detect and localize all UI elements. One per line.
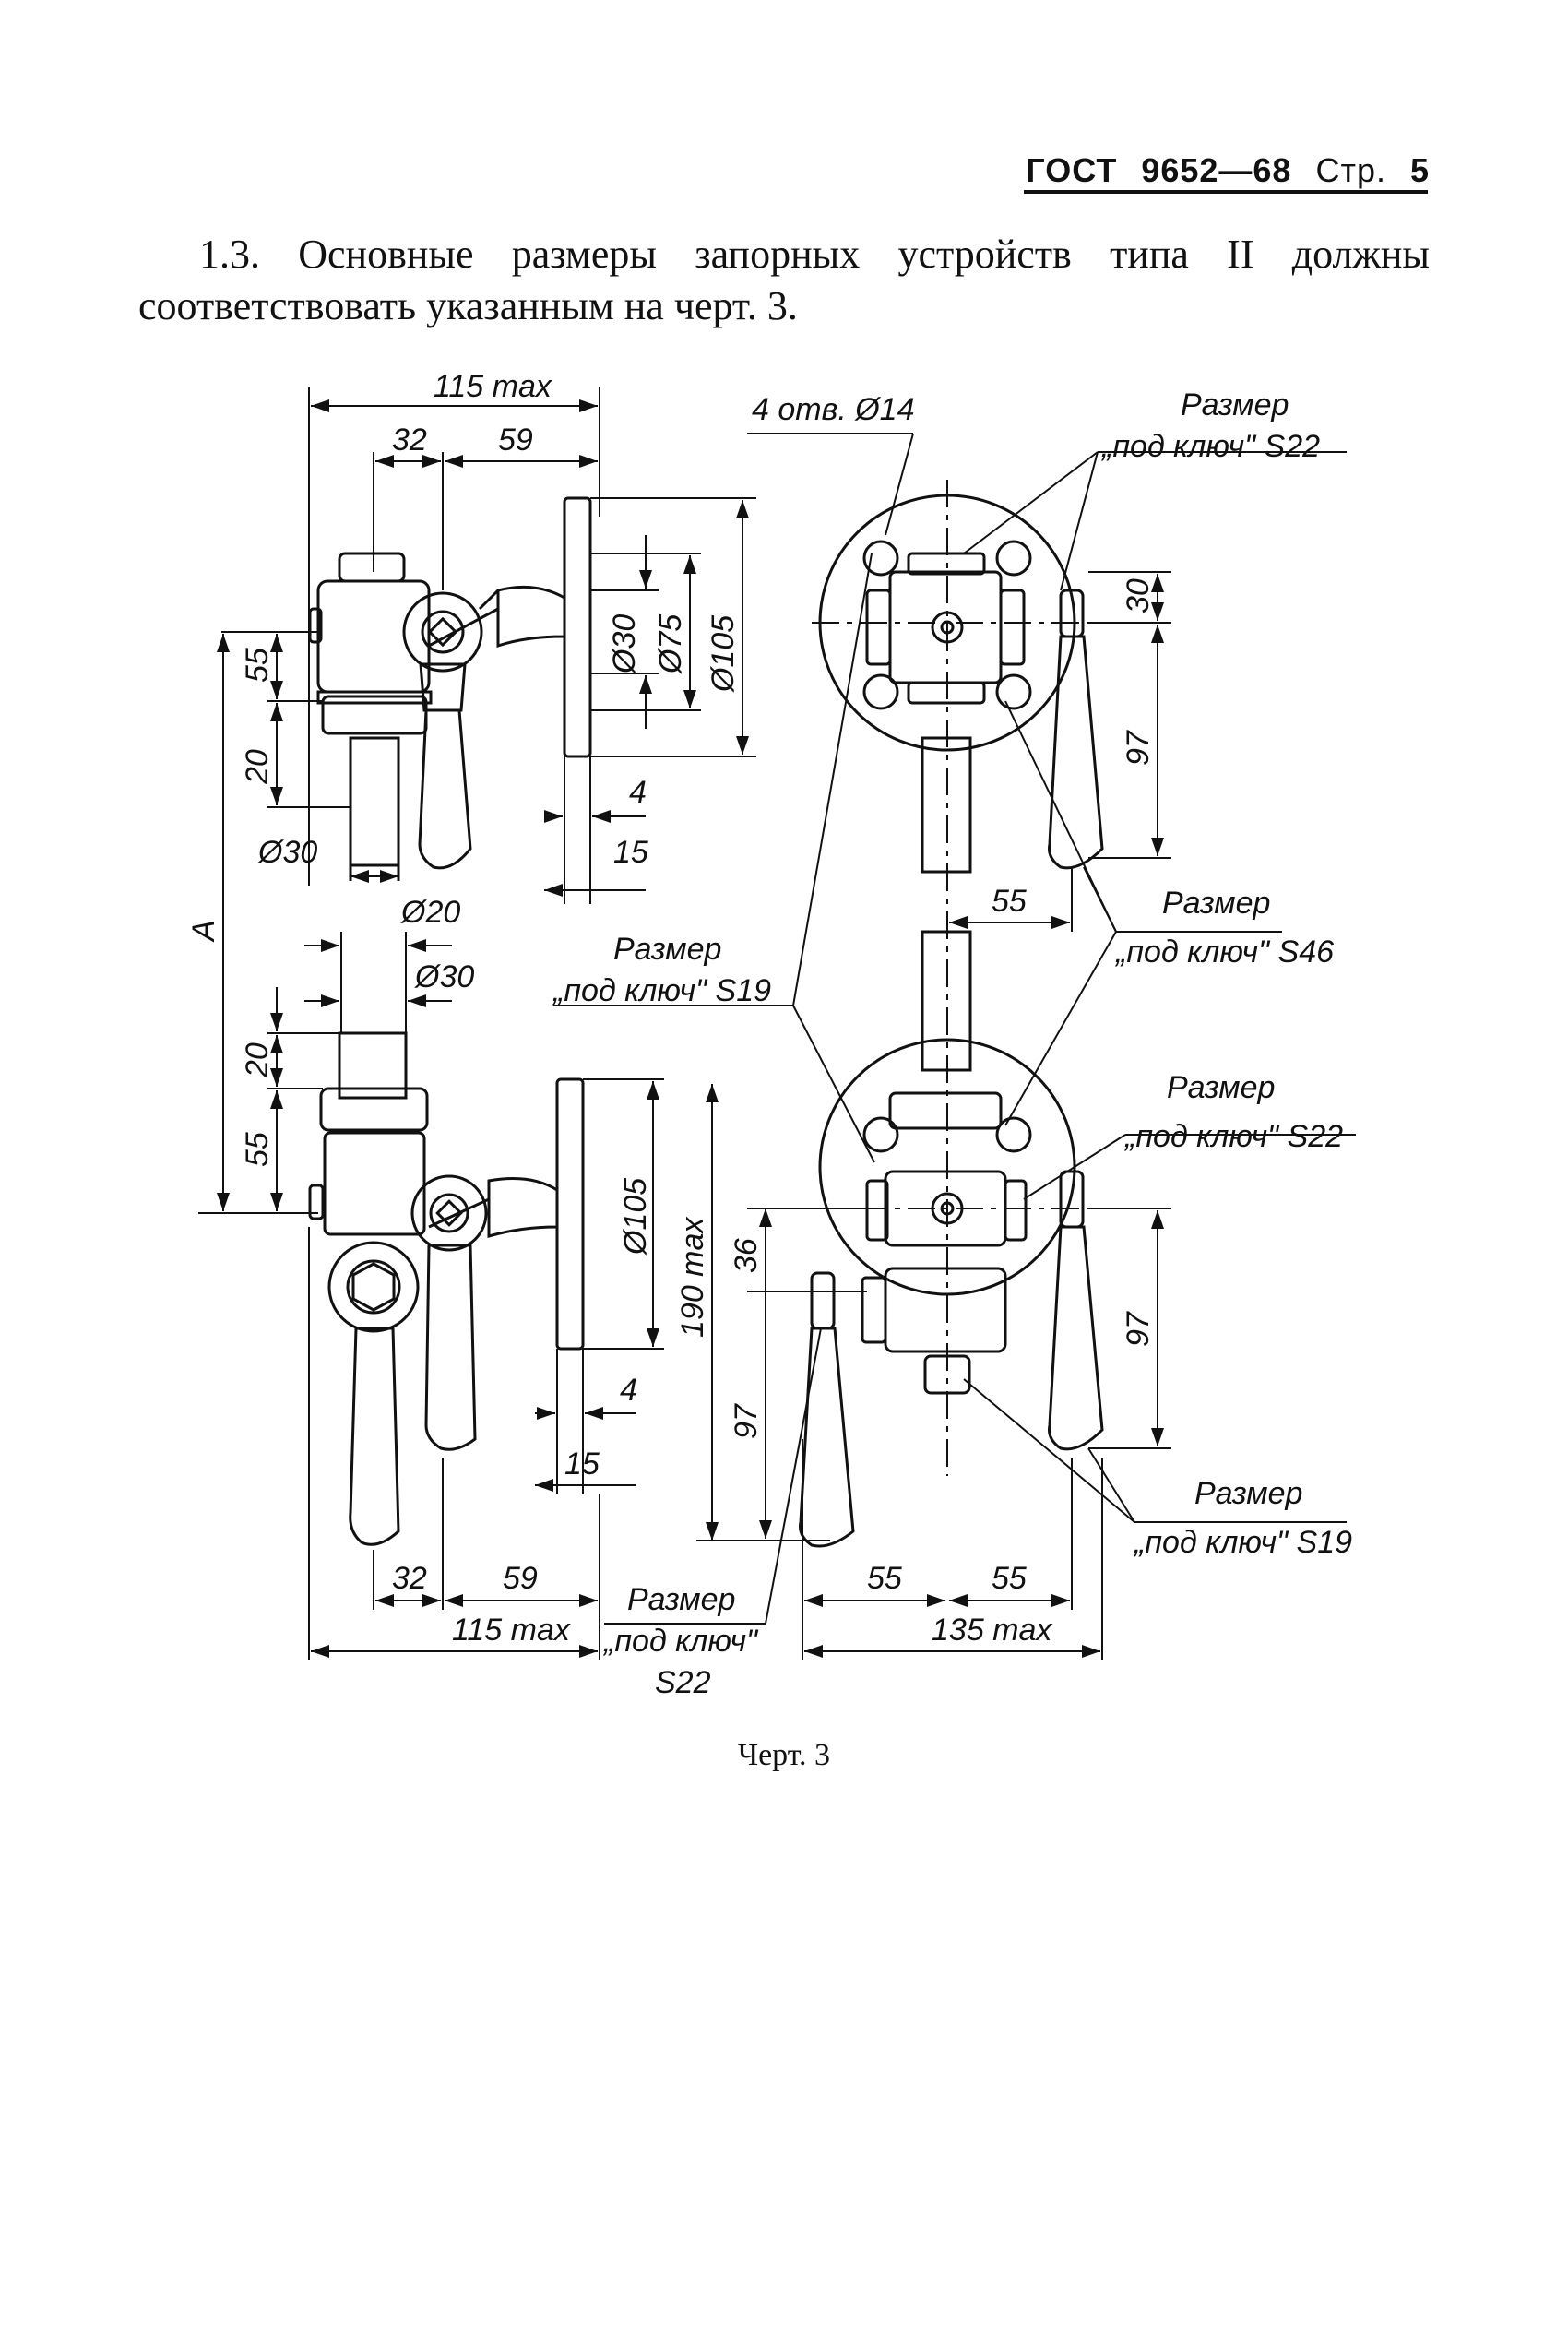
paragraph-line-1: 1.3. Основные размеры запорных устройств… bbox=[199, 232, 1430, 277]
dim-rb-overall: 135 max bbox=[932, 1613, 1052, 1648]
dim-lb-4: 4 bbox=[620, 1373, 637, 1408]
callout-s19-right-l1: Размер bbox=[1194, 1476, 1302, 1511]
dim-lt-59: 59 bbox=[498, 423, 533, 458]
dim-lb-97: 97 bbox=[729, 1403, 764, 1439]
dim-lt-overall: 115 max bbox=[434, 369, 552, 404]
dim-lt-55: 55 bbox=[240, 648, 275, 683]
dim-rb-55b: 55 bbox=[992, 1561, 1027, 1596]
dim-A: A bbox=[186, 920, 221, 943]
dim-rb-97: 97 bbox=[1121, 1311, 1156, 1347]
dim-lb-59: 59 bbox=[503, 1561, 538, 1596]
header-rule bbox=[1024, 190, 1428, 194]
callout-s19-left-l1: Размер bbox=[613, 932, 721, 967]
callout-s22-top-l1: Размер bbox=[1181, 387, 1289, 423]
dim-lb-32: 32 bbox=[392, 1561, 427, 1596]
dim-lb-15: 15 bbox=[564, 1446, 600, 1482]
center-lines bbox=[812, 480, 1162, 1476]
dim-lb-20: 20 bbox=[240, 1042, 275, 1078]
dim-lt-dia-pipe: Ø30 bbox=[257, 835, 317, 870]
dim-rb-55a: 55 bbox=[867, 1561, 902, 1596]
page-label: Стр. bbox=[1315, 151, 1386, 189]
paragraph-line-2: соответствовать указанным на черт. 3. bbox=[138, 283, 798, 328]
page-header: ГОСТ 9652—68 Стр. 5 bbox=[1024, 138, 1430, 190]
page-number: 5 bbox=[1409, 151, 1430, 189]
left-top-valve bbox=[308, 496, 592, 881]
section-paragraph: 1.3. Основные размеры запорных устройств… bbox=[138, 229, 1430, 332]
dim-lt-dia-105: Ø105 bbox=[706, 615, 741, 693]
callout-s22-bottom-l2: „под ключ" bbox=[602, 1624, 759, 1659]
callout-s22-bottom-l1: Размер bbox=[627, 1582, 735, 1617]
dim-lt-15: 15 bbox=[613, 835, 648, 870]
technical-drawing: 115 max 32 59 55 20 Ø30 Ø30 Ø75 Ø105 4 1… bbox=[186, 369, 1356, 1700]
callout-s22-bottom-l3: S22 bbox=[655, 1665, 711, 1700]
dim-rt-97: 97 bbox=[1121, 730, 1156, 766]
callout-s46-l2: „под ключ" S46 bbox=[1114, 934, 1334, 970]
dim-lt-32: 32 bbox=[392, 423, 427, 458]
figure-caption: Черт. 3 bbox=[737, 1738, 831, 1772]
dim-rt-55: 55 bbox=[992, 884, 1027, 919]
dim-lb-dia-20: Ø20 bbox=[400, 895, 460, 930]
left-bottom-valve bbox=[308, 1031, 585, 1546]
dimension-lines bbox=[198, 387, 1171, 1660]
leader-lines bbox=[553, 433, 1356, 1625]
callout-s19-right-l2: „под ключ" S19 bbox=[1133, 1525, 1352, 1560]
dim-lb-55: 55 bbox=[240, 1132, 275, 1167]
dim-lt-4: 4 bbox=[629, 775, 647, 810]
callout-s22-mid-l1: Размер bbox=[1167, 1070, 1275, 1105]
dim-lt-20: 20 bbox=[240, 749, 275, 785]
dim-lt-dia-30: Ø30 bbox=[607, 614, 642, 674]
dim-lb-dia-30: Ø30 bbox=[414, 959, 474, 994]
dim-lb-36: 36 bbox=[729, 1238, 764, 1273]
dim-lb-dia-105: Ø105 bbox=[618, 1178, 653, 1256]
right-bottom-valve bbox=[799, 930, 1104, 1548]
dim-lb-overall: 115 max bbox=[452, 1613, 571, 1648]
dim-rt-30: 30 bbox=[1121, 578, 1156, 613]
dim-rt-holes: 4 отв. Ø14 bbox=[752, 392, 915, 427]
dim-lb-190max: 190 max bbox=[675, 1217, 710, 1338]
dim-lt-dia-75: Ø75 bbox=[653, 614, 688, 674]
callout-s46-l1: Размер bbox=[1162, 886, 1270, 921]
standard-number: 9652—68 bbox=[1141, 151, 1292, 189]
standard-label: ГОСТ bbox=[1026, 151, 1118, 189]
callout-s19-left-l2: „под ключ" S19 bbox=[552, 973, 771, 1008]
callout-s22-top-l2: „под ключ" S22 bbox=[1100, 429, 1320, 464]
callout-s22-mid-l2: „под ключ" S22 bbox=[1123, 1119, 1343, 1154]
